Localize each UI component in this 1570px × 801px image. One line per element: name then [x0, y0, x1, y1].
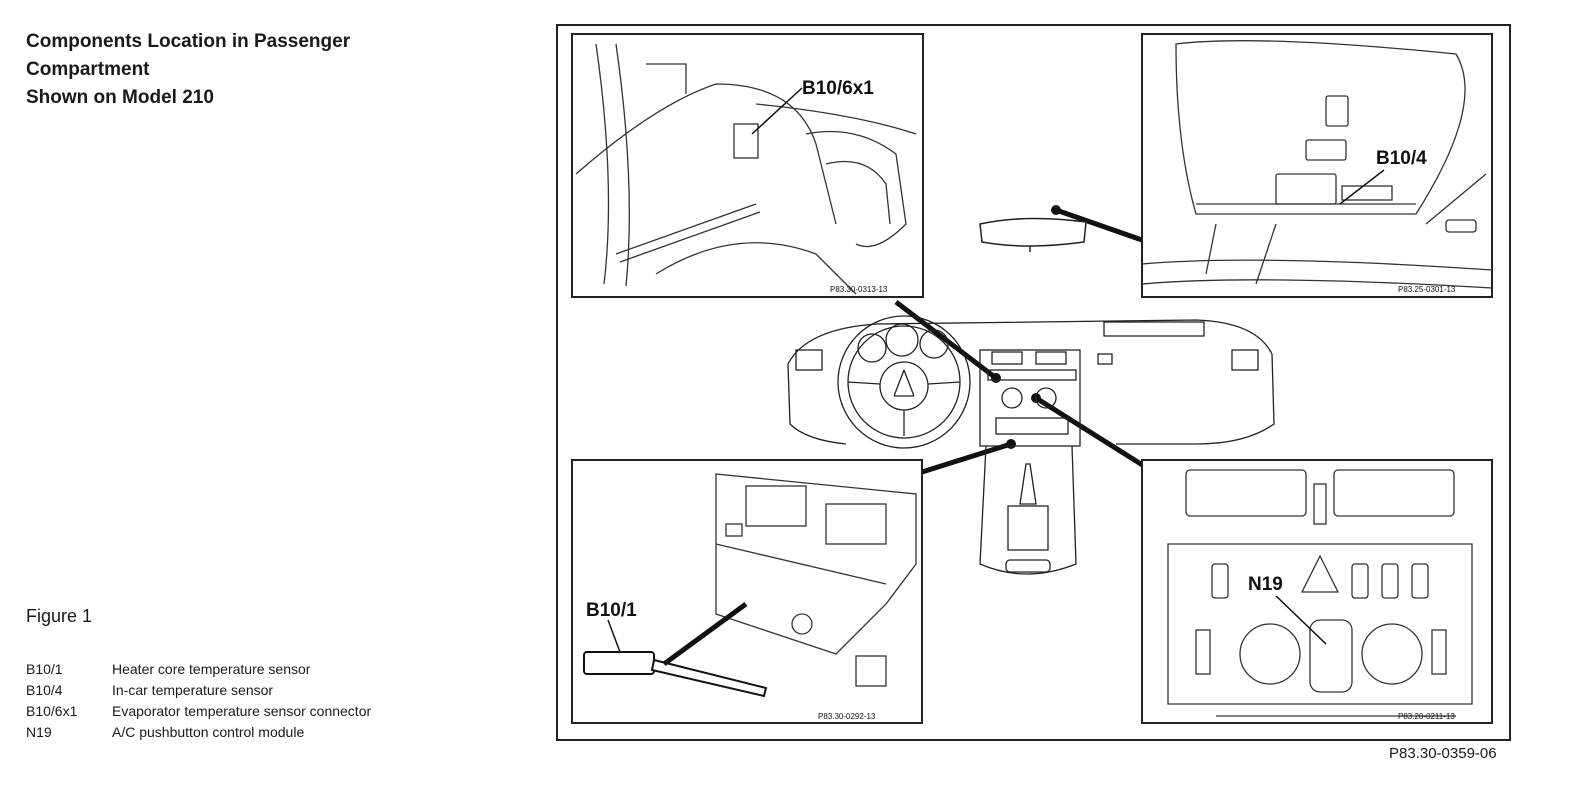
- title-line-3: Shown on Model 210: [26, 87, 214, 108]
- legend-code: B10/4: [26, 682, 63, 698]
- diagram-title: Components Location in Passenger Compart…: [26, 28, 466, 112]
- panel-ref-bottom-left: P83.30-0292-13: [818, 712, 876, 721]
- detail-panel-top-left: B10/6x1 P83.30-0313-13: [571, 33, 924, 298]
- panel-ref-bottom-right: P83.20-0211-13: [1398, 712, 1455, 721]
- legend-row: N19 A/C pushbutton control module: [26, 722, 371, 743]
- leader-lines: [894, 207, 1146, 475]
- callout-label-b10-4: B10/4: [1376, 148, 1427, 169]
- title-line-1: Components Location in Passenger: [26, 31, 351, 52]
- legend-code: B10/1: [26, 661, 63, 677]
- legend-description: Evaporator temperature sensor connector: [112, 703, 372, 719]
- panel-ref-top-right: P83.25-0301-13: [1398, 285, 1456, 294]
- legend: B10/1 Heater core temperature sensor B10…: [26, 659, 371, 743]
- legend-description: A/C pushbutton control module: [112, 724, 305, 740]
- detail-panel-top-right: B10/4 P83.25-0301-13: [1141, 33, 1493, 298]
- figure-label: Figure 1: [26, 606, 93, 626]
- dashboard-illustration: [787, 315, 1275, 575]
- legend-description: In-car temperature sensor: [112, 682, 274, 698]
- component-location-diagram: B10/6x1 P83.30-0313-13 B10/4 P83.25-0301…: [556, 24, 1511, 741]
- title-line-2: Compartment: [26, 59, 150, 80]
- legend-code: N19: [26, 724, 52, 740]
- legend-row: B10/1 Heater core temperature sensor: [26, 659, 371, 680]
- legend-code: B10/6x1: [26, 703, 78, 719]
- callout-label-b10-1: B10/1: [586, 600, 637, 621]
- detail-panel-bottom-right: N19 P83.20-0211-13: [1141, 459, 1493, 724]
- legend-row: B10/6x1 Evaporator temperature sensor co…: [26, 701, 371, 722]
- panel-ref-top-left: P83.30-0313-13: [830, 285, 888, 294]
- detail-panel-bottom-left: B10/1 P83.30-0292-13: [571, 459, 923, 724]
- figure-reference-number: P83.30-0359-06: [1389, 745, 1497, 762]
- callout-label-b10-6x1: B10/6x1: [802, 78, 874, 99]
- rearview-mirror-illustration: [979, 217, 1087, 252]
- callout-label-n19: N19: [1248, 574, 1283, 595]
- legend-row: B10/4 In-car temperature sensor: [26, 680, 371, 701]
- legend-description: Heater core temperature sensor: [112, 661, 311, 677]
